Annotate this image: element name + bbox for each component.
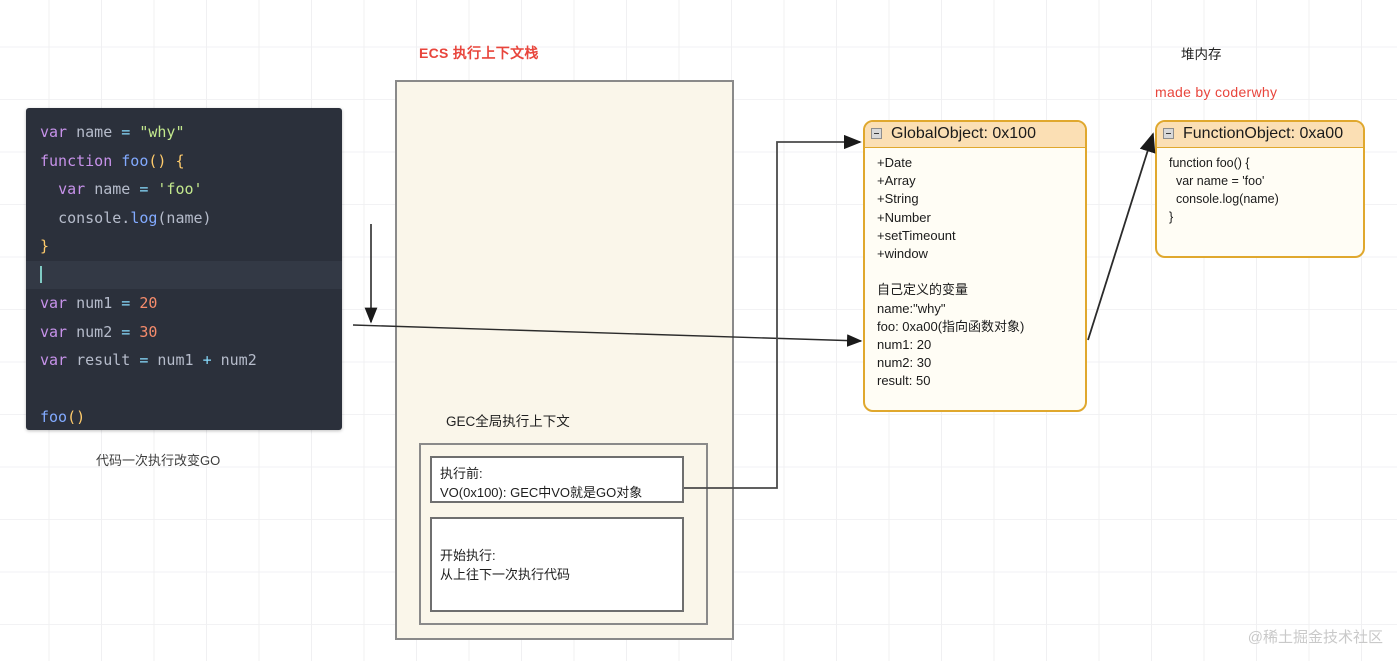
- code-line: [26, 260, 342, 289]
- code-line: }: [26, 232, 342, 261]
- gec-label: GEC全局执行上下文: [446, 414, 570, 429]
- code-token: {: [175, 151, 185, 170]
- code-line: [26, 375, 342, 404]
- code-lines: var name = "why"function foo() { var nam…: [26, 118, 342, 430]
- code-token: var: [40, 322, 77, 341]
- code-token: 20: [139, 294, 158, 312]
- code-token: console.: [58, 208, 131, 227]
- code-token: num1: [157, 351, 203, 369]
- watermark: @稀土掘金技术社区: [1247, 629, 1383, 646]
- code-line: function foo() {: [26, 147, 342, 176]
- function-object-title: FunctionObject: 0xa00: [1183, 125, 1344, 142]
- collapse-minus-icon[interactable]: [1163, 128, 1174, 139]
- code-token: function: [40, 151, 122, 170]
- code-token: name: [94, 180, 140, 198]
- code-token: var: [40, 294, 77, 312]
- code-token: "why": [139, 123, 185, 141]
- code-token: [40, 180, 58, 198]
- code-caption: 代码一次执行改变GO: [96, 453, 221, 468]
- text-cursor: [40, 265, 42, 283]
- global-object-card: GlobalObject: 0x100 +Date +Array +String…: [863, 120, 1087, 412]
- global-object-body: +Date +Array +String +Number +setTimeoun…: [877, 155, 1025, 389]
- code-line: foo(): [26, 403, 342, 430]
- function-object-body: function foo() { var name = 'foo' consol…: [1169, 156, 1279, 224]
- code-token: (name): [157, 208, 212, 227]
- code-token: =: [139, 180, 158, 198]
- code-token: +: [202, 351, 221, 369]
- code-token: var: [58, 180, 95, 198]
- global-object-header: GlobalObject: 0x100: [865, 122, 1085, 148]
- code-token: =: [121, 322, 140, 341]
- code-line: var result = num1 + num2: [26, 346, 342, 375]
- code-token: foo: [121, 151, 149, 170]
- code-token: name: [76, 123, 122, 141]
- code-line: console.log(name): [26, 204, 342, 233]
- code-line: var name = "why": [26, 118, 342, 147]
- arrow-global-to-function-object: [1087, 132, 1156, 341]
- code-token: =: [139, 351, 158, 369]
- code-line: var num1 = 20: [26, 289, 342, 318]
- execution-info-box: 开始执行: 从上往下一次执行代码: [430, 517, 684, 612]
- code-token: 'foo': [157, 180, 203, 198]
- gec-context-box: [419, 443, 708, 625]
- code-token: =: [121, 294, 140, 312]
- function-object-header: FunctionObject: 0xa00: [1157, 122, 1363, 148]
- code-line: var num2 = 30: [26, 318, 342, 347]
- code-editor-card: var name = "why"function foo() { var nam…: [26, 108, 342, 430]
- vo-info-box: 执行前: VO(0x100): GEC中VO就是GO对象: [430, 456, 684, 503]
- collapse-minus-icon[interactable]: [871, 128, 882, 139]
- code-token: var: [40, 123, 77, 141]
- code-token: (): [148, 151, 167, 170]
- ecs-stack-title: ECS 执行上下文栈: [419, 45, 539, 61]
- code-token: num2: [220, 351, 257, 369]
- code-token: foo: [40, 408, 68, 426]
- code-token: 30: [139, 322, 158, 341]
- code-token: =: [121, 123, 140, 141]
- code-token: log: [130, 208, 158, 227]
- code-line: var name = 'foo': [26, 175, 342, 204]
- code-token: }: [40, 237, 50, 255]
- code-token: var: [40, 351, 77, 369]
- code-token: num1: [76, 294, 122, 312]
- code-token: result: [76, 351, 140, 369]
- heap-title: 堆内存: [1181, 47, 1222, 62]
- global-object-title: GlobalObject: 0x100: [891, 125, 1036, 142]
- code-token: (): [67, 408, 86, 426]
- code-token: num2: [76, 322, 122, 341]
- code-token: [40, 209, 58, 227]
- function-object-card: FunctionObject: 0xa00 function foo() { v…: [1155, 120, 1365, 258]
- made-by-label: made by coderwhy: [1155, 84, 1278, 100]
